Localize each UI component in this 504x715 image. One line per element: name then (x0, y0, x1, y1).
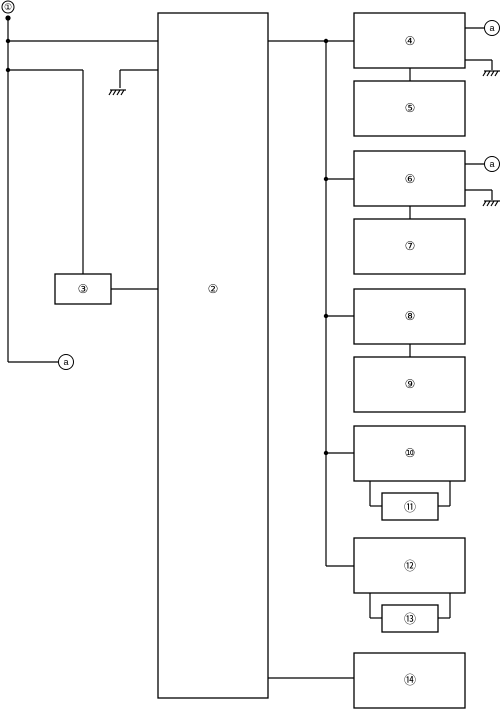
connector-a-4: a (484, 20, 500, 36)
component-5-label: ⑤ (405, 101, 416, 115)
ground-symbol-left (108, 89, 126, 96)
component-14-label: ⑭ (404, 673, 416, 687)
component-11-label: ⑪ (404, 500, 416, 514)
terminal-1: ① (1, 0, 15, 14)
component-13-box (381, 604, 439, 633)
component-10-box (353, 425, 466, 482)
component-2-label: ② (208, 282, 219, 296)
component-13-label: ⑬ (404, 612, 416, 626)
component-4-label: ④ (405, 34, 416, 48)
component-4-box (353, 12, 466, 69)
component-12-box (353, 537, 466, 594)
component-12-label: ⑫ (404, 559, 416, 573)
component-11-box (381, 492, 439, 521)
component-7-box (353, 218, 466, 275)
svg-text:a: a (489, 159, 494, 169)
component-9-label: ⑨ (405, 377, 416, 391)
junction-bus-4 (323, 38, 329, 44)
component-3-box (54, 273, 112, 305)
svg-text:a: a (63, 357, 68, 367)
component-3-label: ③ (78, 282, 89, 296)
component-10-label: ⑩ (405, 446, 416, 460)
component-8-box (353, 288, 466, 345)
component-14-box (353, 652, 466, 709)
component-2-box (157, 12, 269, 699)
component-8-label: ⑧ (405, 309, 416, 323)
ground-symbol-4 (482, 70, 500, 77)
component-9-box (353, 356, 466, 413)
component-5-box (353, 80, 466, 137)
component-6-box (353, 150, 466, 207)
svg-text:a: a (489, 23, 494, 33)
component-7-label: ⑦ (405, 239, 416, 253)
component-6-label: ⑥ (405, 172, 416, 186)
svg-text:①: ① (4, 2, 12, 12)
ground-symbol-6 (482, 200, 500, 207)
connector-a-left: a (58, 354, 74, 370)
connector-a-6: a (484, 156, 500, 172)
